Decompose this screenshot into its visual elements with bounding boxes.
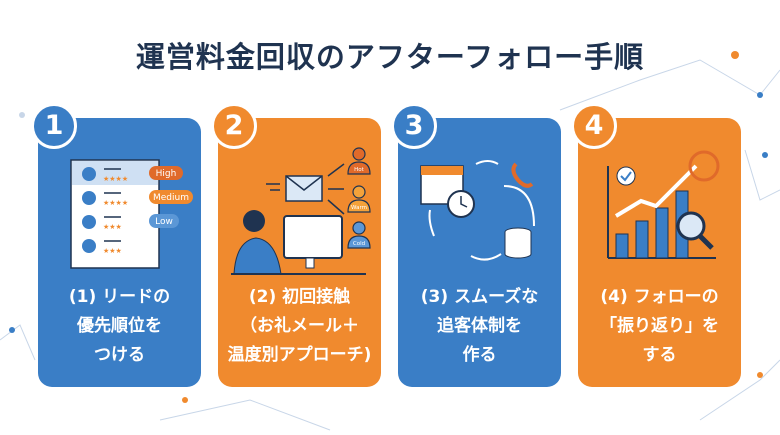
step-text-line: 温度別アプローチ): [227, 345, 372, 365]
step-text-line: （お礼メール＋: [240, 316, 359, 336]
email-contact-icon: Hot Warm Cold: [231, 147, 371, 275]
step-text-line: する: [642, 345, 677, 365]
review-growth-chart-icon: [607, 150, 720, 259]
step-text-line: 「振り返り」を: [600, 316, 719, 336]
step-card-3: 3 (3) スムーズな 追客体制を 作る: [391, 103, 561, 387]
temperature-label-hot: Hot: [354, 167, 365, 173]
svg-text:★★★★: ★★★★: [103, 175, 128, 183]
step-number-badge: 2: [211, 103, 257, 149]
step-text-line: (1) リードの: [68, 287, 171, 307]
temperature-label-cold: Cold: [353, 241, 365, 247]
svg-text:★★★: ★★★: [103, 247, 122, 255]
priority-label-medium: Medium: [153, 193, 189, 203]
priority-label-high: High: [156, 169, 177, 179]
priority-label-low: Low: [155, 217, 173, 227]
svg-text:★★★★: ★★★★: [103, 199, 128, 207]
lead-ranking-list-icon: ★★★★★★★★★★★★★★ High Medium Low: [70, 159, 193, 269]
step-number-badge: 3: [391, 103, 437, 149]
follow-up-cycle-icon: [420, 160, 535, 261]
temperature-label-warm: Warm: [351, 205, 367, 211]
svg-text:★★★: ★★★: [103, 223, 122, 231]
step-text-line: (2) 初回接触: [248, 287, 351, 307]
step-card-1: 1 ★★★★★★★★★★★★★★ High Medium Low (1) リード…: [31, 103, 201, 387]
step-number-badge: 1: [31, 103, 77, 149]
step-text-line: (3) スムーズな: [420, 287, 539, 307]
step-card-2: 2 Hot Warm Cold (2) 初回接触 （お礼メール＋ 温度別アプロー…: [211, 103, 381, 387]
page-title: 運営料金回収のアフターフォロー手順: [135, 40, 645, 74]
step-text-line: つける: [94, 345, 145, 365]
step-card-4: 4 (4) フォローの 「振り返り」を する: [571, 103, 741, 387]
step-text-line: 作る: [462, 345, 497, 365]
step-text-line: 優先順位を: [77, 316, 162, 336]
step-text-line: (4) フォローの: [600, 287, 719, 307]
step-number-badge: 4: [571, 103, 617, 149]
step-text-line: 追客体制を: [437, 316, 522, 336]
